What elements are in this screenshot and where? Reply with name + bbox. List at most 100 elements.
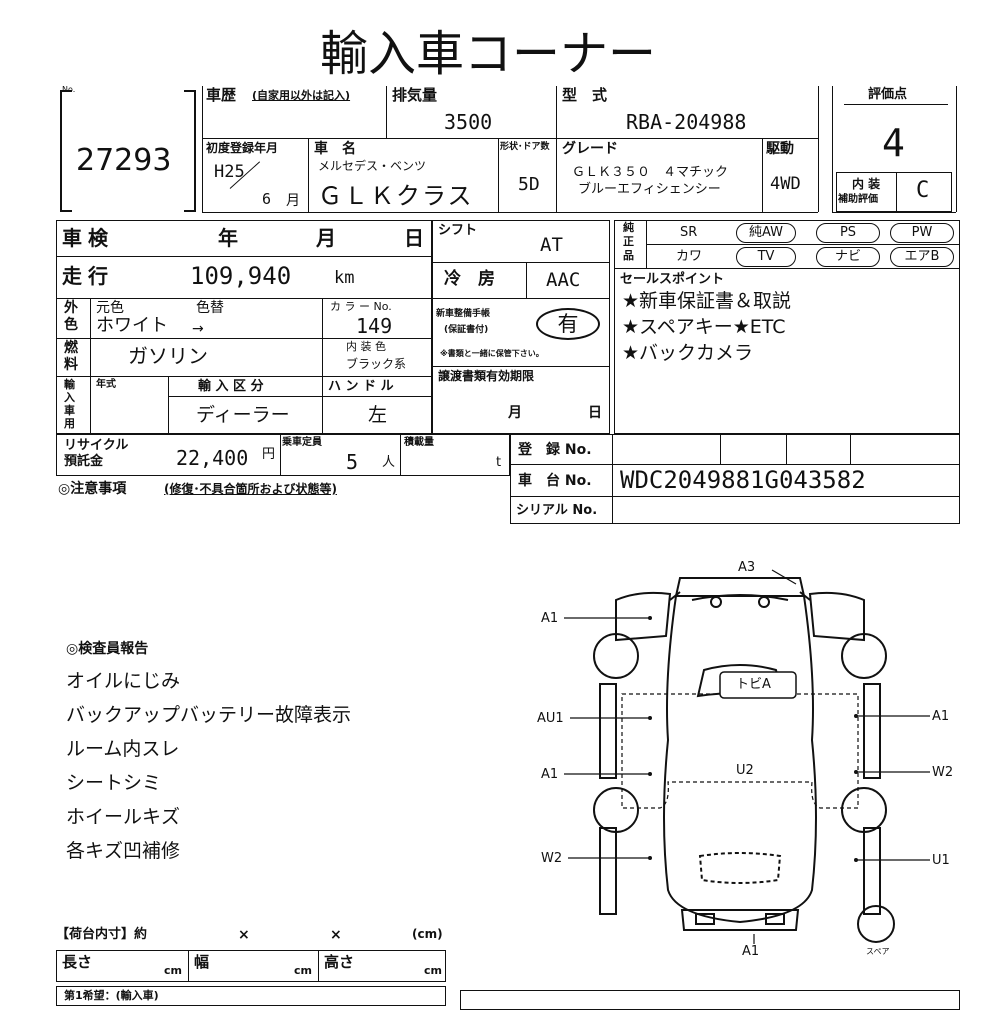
- interior-color-label: 内 装 色: [346, 340, 386, 353]
- first-reg-year: H25: [214, 162, 245, 182]
- grade-line1: ＧＬＫ３５０ ４マチック: [572, 165, 729, 180]
- car-name-label: 車 名: [314, 141, 356, 157]
- recycle-unit: 円: [262, 447, 276, 462]
- color-side-2: 色: [64, 317, 78, 333]
- import-type-label: 輸 入 区 分: [198, 379, 264, 394]
- import-side-2: 入: [64, 391, 75, 404]
- diagram-label-u1-right: U1: [932, 853, 950, 868]
- sales-point-3: ★バックカメラ: [622, 342, 754, 364]
- sales-point-2: ★スペアキー★ETC: [622, 316, 786, 338]
- mileage-label: 走行: [62, 264, 114, 288]
- equipment-side-2: 正: [623, 235, 634, 248]
- import-side-3: 車: [64, 404, 75, 417]
- chassis-number: WDC2049881G043582: [620, 466, 866, 494]
- diagram-label-a1-bottom: A1: [742, 944, 760, 959]
- warranty-value: 有: [536, 308, 600, 340]
- lot-bracket-left: [60, 90, 72, 212]
- color-orig-label: 元色: [96, 300, 124, 316]
- equipment-tv: TV: [736, 247, 796, 267]
- model-code-label: 型 式: [562, 86, 608, 104]
- diagram-label-tobi: トビA: [736, 677, 771, 692]
- history-label: 車歴: [206, 86, 237, 104]
- grade-label: グレード: [562, 141, 618, 157]
- first-reg-month: 6: [262, 190, 272, 208]
- import-year-label: 年式: [96, 379, 116, 390]
- equipment-pw: PW: [890, 223, 954, 243]
- cargo-x-2: ×: [330, 927, 342, 943]
- fuel-side-1: 燃: [64, 340, 78, 356]
- inspector-line-2: バックアップバッテリー故障表示: [66, 704, 352, 726]
- drive-label: 駆動: [766, 141, 794, 157]
- caution-label: ◎注意事項: [58, 481, 127, 497]
- transfer-day: 日: [588, 405, 602, 421]
- cargo-table: [56, 950, 446, 982]
- diagram-label-spare: スペア: [866, 947, 890, 956]
- chassis-label: 車 台 No.: [518, 473, 592, 489]
- cargo-unit: (cm): [412, 927, 443, 941]
- recycle-value: 22,400: [176, 446, 249, 470]
- first-reg-label: 初度登録年月: [206, 141, 279, 155]
- shift-label: シフト: [438, 223, 478, 238]
- sales-point-1: ★新車保証書＆取説: [622, 290, 792, 312]
- diagram-label-w2-left: W2: [541, 851, 563, 866]
- recycle-table: [56, 434, 510, 476]
- transfer-month: 月: [508, 405, 522, 421]
- warranty-note: ※書類と一緒に保管下さい。: [440, 349, 544, 358]
- equipment-airbag: エアB: [890, 247, 954, 267]
- cargo-footer: 第1希望：(輸入車): [64, 989, 159, 1002]
- equipment-navi: ナビ: [816, 247, 880, 267]
- color-change-label: 色替: [196, 300, 224, 316]
- cargo-height-label: 高さ: [324, 953, 355, 971]
- fuel-side-2: 料: [64, 357, 78, 373]
- color-arrow: →: [192, 321, 204, 337]
- registration-label: 登 録 No.: [518, 442, 592, 458]
- ac-value: AAC: [546, 269, 581, 291]
- page-title: 輸入車コーナー: [320, 26, 657, 82]
- inspection-year: 年: [218, 226, 238, 250]
- inspector-label: ◎検査員報告: [66, 641, 149, 657]
- ac-label: 冷 房: [444, 269, 495, 289]
- recycle-label-2: 預託金: [64, 454, 104, 469]
- equipment-side-1: 純: [623, 221, 634, 234]
- import-side-4: 用: [64, 417, 75, 430]
- capacity-unit: 人: [382, 455, 396, 470]
- interior-grade-label-2: 補助評価: [838, 194, 878, 205]
- interior-grade-label-1: 内 装: [852, 177, 881, 191]
- equipment-ps: PS: [816, 223, 880, 243]
- handle-value: 左: [368, 404, 388, 426]
- interior-grade-value: C: [916, 178, 930, 203]
- inspection-day: 日: [404, 226, 424, 250]
- inspector-line-6: 各キズ凹補修: [66, 840, 181, 862]
- car-maker: メルセデス・ベンツ: [318, 159, 427, 173]
- car-damage-diagram: [564, 569, 930, 944]
- model-code-value: RBA-204988: [626, 110, 747, 134]
- equipment-center-table: [432, 220, 610, 434]
- score-value: 4: [882, 121, 905, 165]
- cargo-length-label: 長さ: [62, 953, 93, 971]
- drive-value: 4WD: [770, 174, 801, 194]
- diagram-label-a1-right: A1: [932, 709, 950, 724]
- options-table: [614, 220, 960, 434]
- cargo-width-label: 幅: [194, 953, 210, 971]
- import-side-1: 輸: [64, 378, 75, 391]
- doors-label: 形状･ドア数: [500, 142, 550, 152]
- inspection-month: 月: [316, 226, 336, 250]
- load-label: 積載量: [404, 437, 434, 448]
- equipment-sr: SR: [680, 225, 698, 240]
- equipment-aw: 純AW: [736, 223, 796, 243]
- caution-note: (修復･不具合箇所および状態等): [164, 482, 337, 496]
- diagram-label-a1-mid-left: A1: [541, 767, 559, 782]
- cargo-length-unit: cm: [164, 964, 182, 977]
- import-type-value: ディーラー: [196, 404, 290, 426]
- registration-table: [510, 434, 960, 524]
- cargo-width-unit: cm: [294, 964, 312, 977]
- displacement-label: 排気量: [392, 86, 438, 104]
- equipment-side-3: 品: [623, 249, 634, 262]
- warranty-label-2: (保証書付): [444, 325, 489, 335]
- color-code: 149: [356, 314, 393, 338]
- inspector-line-1: オイルにじみ: [66, 670, 181, 692]
- transfer-label: 譲渡書類有効期限: [438, 369, 535, 383]
- color-code-label: カ ラ ー No.: [330, 300, 392, 313]
- recycle-label-1: リサイクル: [64, 438, 129, 453]
- mileage-value: 109,940: [190, 262, 292, 290]
